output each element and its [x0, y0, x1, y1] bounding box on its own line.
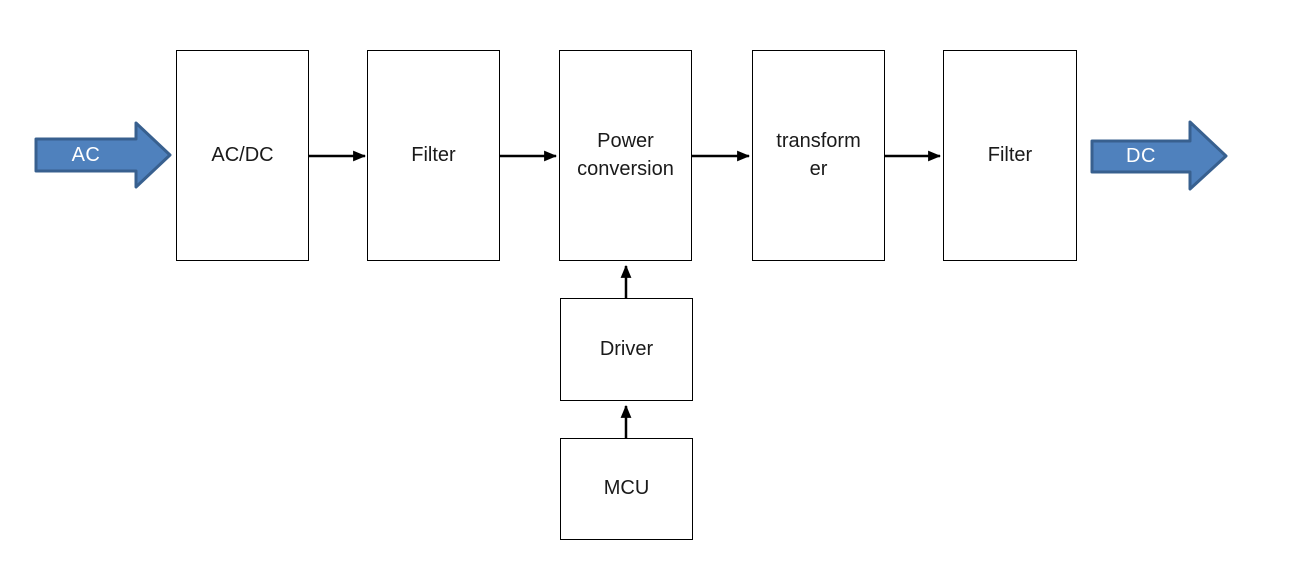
ac-input-label: AC [71, 143, 101, 166]
block-filter-input-label: Filter [411, 143, 456, 166]
block-driver: Driver [560, 298, 693, 401]
block-filter-output-label: Filter [987, 143, 1033, 166]
block-power-conversion: Power conversion [559, 50, 692, 261]
block-acdc: AC/DC [176, 50, 309, 261]
dc-output-label: DC [1126, 145, 1156, 167]
ac-input-flow-arrow-shape [34, 121, 172, 189]
block-mcu-label: MCU [603, 477, 650, 500]
block-transformer-label: transformer [776, 129, 861, 180]
block-filter-output: Filter [943, 50, 1077, 261]
dc-output-flow-arrow-shape [1090, 120, 1228, 191]
block-transformer: transformer [752, 50, 885, 261]
block-driver-label: Driver [599, 337, 654, 360]
block-acdc-label: AC/DC [211, 143, 274, 166]
block-mcu: MCU [560, 438, 693, 540]
block-filter-input: Filter [367, 50, 500, 261]
block-power-conversion-label: Power conversion [577, 129, 674, 180]
